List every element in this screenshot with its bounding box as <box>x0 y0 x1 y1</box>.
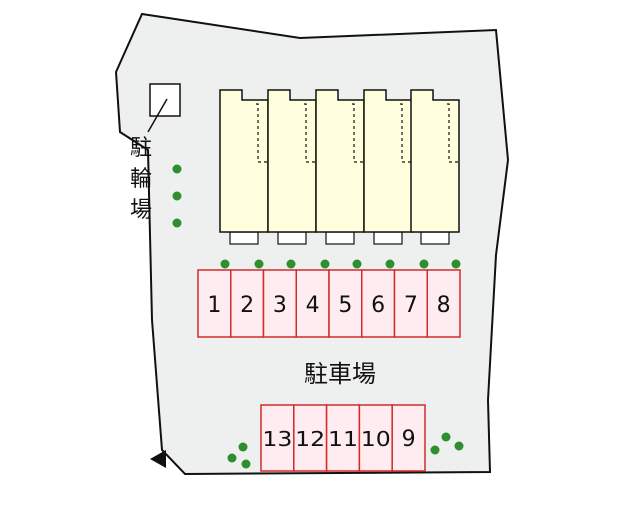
building-body <box>410 89 460 233</box>
parking-space-box <box>426 269 461 338</box>
parking-space-box <box>391 404 426 472</box>
parking-space: 12 <box>293 404 328 472</box>
parking-space: 8 <box>426 269 461 338</box>
building-body <box>363 89 413 233</box>
parking-space: 13 <box>260 404 295 472</box>
bicycle-parking-char-2: 輪 <box>130 167 152 192</box>
parking-space-number: 11 <box>328 427 358 451</box>
parking-space-number: 3 <box>273 293 287 318</box>
trees <box>172 164 464 469</box>
parking-space-box <box>260 404 295 472</box>
tree-icon <box>220 259 230 269</box>
tree-icon <box>238 442 248 452</box>
building-porch <box>229 231 259 245</box>
parking-space-box <box>361 269 396 338</box>
tree-icon <box>254 259 264 269</box>
building-body <box>219 89 269 233</box>
parking-space: 2 <box>230 269 265 338</box>
parking-space-box <box>295 269 330 338</box>
building-stair-dashes <box>400 103 412 163</box>
bike-shed-leader <box>147 98 168 133</box>
building-porch <box>373 231 403 245</box>
building-unit-4 <box>363 89 413 245</box>
bicycle-parking-label: 駐 輪 場 <box>130 136 152 223</box>
bicycle-parking-char-3: 場 <box>130 198 152 223</box>
building-unit-3 <box>315 89 365 245</box>
building-porch <box>325 231 355 245</box>
tree-icon <box>172 218 182 228</box>
building-stair-dashes <box>256 103 268 163</box>
building-unit-1 <box>219 89 269 245</box>
tree-icon <box>320 259 330 269</box>
building-stair-dashes <box>447 103 459 163</box>
parking-label: 駐車場 <box>304 360 376 388</box>
parking-space-number: 12 <box>295 427 325 451</box>
tree-icon <box>172 164 182 174</box>
tree-icon <box>451 259 461 269</box>
parking-space-number: 2 <box>240 293 254 318</box>
tree-icon <box>430 445 440 455</box>
tree-icon <box>172 191 182 201</box>
parking-space: 5 <box>328 269 363 338</box>
tree-icon <box>227 453 237 463</box>
parking-space: 10 <box>358 404 393 472</box>
parking-space-number: 7 <box>404 293 418 318</box>
building-stair-dashes <box>304 103 316 163</box>
parking-space: 11 <box>325 404 361 472</box>
building-body <box>315 89 365 233</box>
tree-icon <box>441 432 451 442</box>
parking-space: 9 <box>391 404 426 472</box>
parking-space: 1 <box>197 269 232 338</box>
building-porch <box>420 231 450 245</box>
bike-shed-icon <box>149 83 181 117</box>
parking-space-number: 9 <box>402 427 416 452</box>
parking-space-number: 8 <box>437 293 451 318</box>
tree-icon <box>419 259 429 269</box>
parking-space-number: 6 <box>371 293 385 318</box>
tree-icon <box>385 259 395 269</box>
parking-space: 3 <box>262 269 297 338</box>
parking-space-box <box>325 404 361 472</box>
parking-space-number: 4 <box>306 293 320 318</box>
parking-space: 7 <box>393 269 428 338</box>
parking-space-number: 5 <box>338 293 352 318</box>
parking-space-number: 13 <box>262 427 292 451</box>
tree-icon <box>286 259 296 269</box>
bicycle-parking-char-1: 駐 <box>130 136 152 161</box>
building-body <box>267 89 317 233</box>
building-stair-dashes <box>352 103 364 163</box>
parking-space-number: 1 <box>207 293 221 318</box>
parking-space-box <box>358 404 393 472</box>
building-unit-5 <box>410 89 460 245</box>
parking-space-box <box>230 269 265 338</box>
building-porch <box>277 231 307 245</box>
buildings <box>219 89 460 245</box>
entrance-arrow-icon <box>150 450 166 468</box>
parking-space: 4 <box>295 269 330 338</box>
building-unit-2 <box>267 89 317 245</box>
tree-icon <box>352 259 362 269</box>
parking-space-number: 10 <box>361 427 391 451</box>
tree-icon <box>454 441 464 451</box>
parking-space: 6 <box>361 269 396 338</box>
tree-icon <box>241 459 251 469</box>
